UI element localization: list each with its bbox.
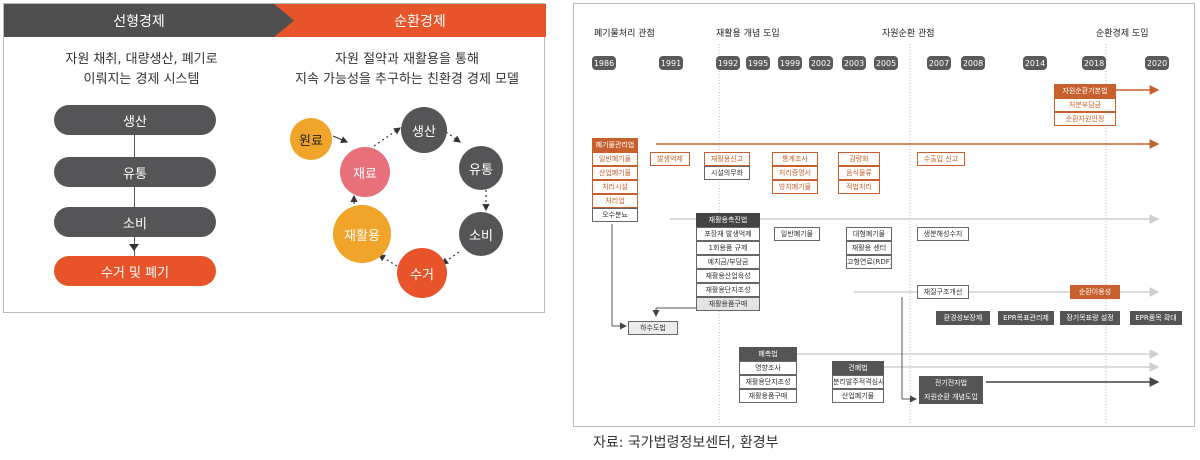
year-1986: 1986 [592,56,616,70]
node-distribution: 유통 [459,146,503,190]
waste-act-item: 처리시설 [592,180,638,194]
year-1999: 1999 [778,56,802,70]
linear-flow-line [134,132,135,262]
waste-law-item: 재활용품구매 [739,389,797,403]
recycling-amendment: 재활용 센터 [846,241,892,255]
recycling-amendment: 대형폐기물 [846,227,892,241]
year-1995: 1995 [746,56,770,70]
waste-act-item: 산업폐기물 [592,166,638,180]
recycling-act-item: 재활용산업육성 [696,269,760,283]
waste-amendment: 통계조사 [772,152,818,166]
linear-economy-header: 선형경제 [4,4,294,37]
year-2005: 2005 [874,56,898,70]
arrow-collection-recycling [377,254,398,267]
year-2014: 2014 [1023,56,1047,70]
construction-item: 산업폐기물 [832,389,884,403]
epr-item: 장기목표량 설정 [1060,311,1120,325]
resource-act-item: 처분부담금 [1054,98,1116,112]
circulation-usability: 순환이용성 [1070,285,1120,299]
node-recycling: 재활용 [333,205,391,263]
electronics-item: 자원순환 개념도입 [919,390,983,404]
input-raw-material: 원료 [290,118,332,160]
arrow-production-distribution [445,131,461,143]
waste-amendment: 수출입 신고 [917,152,965,166]
waste-amendment: 방치폐기물 [772,180,818,194]
linear-description-line: 이뤄지는 경제 시스템 [83,72,200,87]
waste-facility-act: 폐촉법 [739,347,797,361]
arrow-down-icon [129,244,139,251]
waste-act-item: 일반폐기물 [592,152,638,166]
construction-item: 분리발주적격심사 [832,375,884,389]
circular-connectors [332,127,490,267]
economy-comparison-panel: 선형경제 순환경제 자원 채취, 대량생산, 폐기로 이뤄지는 경제 시스템 자… [3,3,546,313]
epr-item: 환경성보장제 [936,311,990,325]
waste-act-item: 처리업 [592,194,638,208]
recycling-amendment: 고형연료(RDF) [846,255,892,269]
year-1992: 1992 [716,56,740,70]
waste-law-item: 재활용단지조성 [739,375,797,389]
material-structure-improvement: 재질구조개선 [917,285,969,299]
linear-description-line: 자원 채취, 대량생산, 폐기로 [65,52,218,67]
year-2007: 2007 [927,56,951,70]
arrow-input-material [332,135,349,143]
waste-law-item: 영향조사 [739,361,797,375]
circular-economy-title: 순환경제 [394,13,446,30]
year-2020: 2020 [1145,56,1169,70]
recycling-promotion-act: 재활용촉진법 [696,213,760,227]
node-material: 재료 [340,147,390,197]
year-1991: 1991 [659,56,683,70]
node-consumption: 소비 [459,212,503,256]
circular-description: 자원 절약과 재활용을 통해 지속 가능성을 추구하는 친환경 경제 모델 [276,50,538,90]
arrow-material-production [373,127,401,147]
year-2008: 2008 [961,56,985,70]
waste-amendment: 발생억제 [650,152,690,166]
era-label: 재활용 개념 도입 [716,29,780,39]
step-distribution: 유통 [54,157,216,187]
era-label: 자원순환 관점 [882,29,935,39]
sewage-act: 하수도법 [628,321,678,335]
recycling-act-item: 1회용품 규제 [696,241,760,255]
recycling-amendment: 생분해성수지 [917,227,969,241]
waste-amendment: 적법처리 [838,180,880,194]
node-production: 생산 [401,107,447,153]
recycling-act-item: 포장재 발생억제 [696,227,760,241]
waste-amendment: 시설의무화 [704,166,750,180]
recycling-act-item: 재활용단지조성 [696,283,760,297]
year-2018: 2018 [1082,56,1106,70]
circular-economy-header: 순환경제 [274,4,546,37]
electronics-act: 전기전자법 [919,376,983,390]
recycling-act-item: 예치금/부담금 [696,255,760,269]
step-consumption: 소비 [54,207,216,237]
year-2003: 2003 [842,56,866,70]
policy-timeline-panel: 폐기물처리 관점 재활용 개념 도입 자원순환 관점 순환경제 도입 1986 … [573,3,1195,427]
source-caption: 자료: 국가법령정보센터, 환경부 [593,435,779,451]
epr-item: EPR목표관리제 [998,311,1054,325]
step-production: 생산 [54,105,216,135]
era-label: 순환경제 도입 [1096,29,1149,39]
node-collection: 수거 [397,248,447,298]
resource-act-item: 순환자원인정 [1054,112,1116,126]
linear-description: 자원 채취, 대량생산, 폐기로 이뤄지는 경제 시스템 [24,50,259,90]
arrow-consumption-collection [441,251,460,265]
waste-management-act: 폐기물관리법 [592,138,638,152]
circular-description-line: 자원 절약과 재활용을 통해 [335,52,479,67]
waste-amendment: 처리증명서 [772,166,818,180]
waste-amendment: 음식물류 [838,166,880,180]
circular-description-line: 지속 가능성을 추구하는 친환경 경제 모델 [295,72,519,87]
construction-waste-act: 건폐법 [832,361,884,375]
linear-economy-title: 선형경제 [113,13,165,30]
era-label: 폐기물처리 관점 [594,29,655,39]
resource-circulation-act: 자원순환기본법 [1054,84,1116,98]
recycling-amendment: 일반폐기물 [774,227,820,241]
waste-act-item: 오수분뇨 [592,208,638,222]
waste-amendment: 감량화 [838,152,880,166]
step-collection-disposal: 수거 및 폐기 [54,256,216,286]
epr-item: EPR품목 확대 [1130,311,1182,325]
waste-amendment: 재활용신고 [704,152,750,166]
recycling-act-item: 재활용품구매 [696,297,760,311]
year-2002: 2002 [809,56,833,70]
